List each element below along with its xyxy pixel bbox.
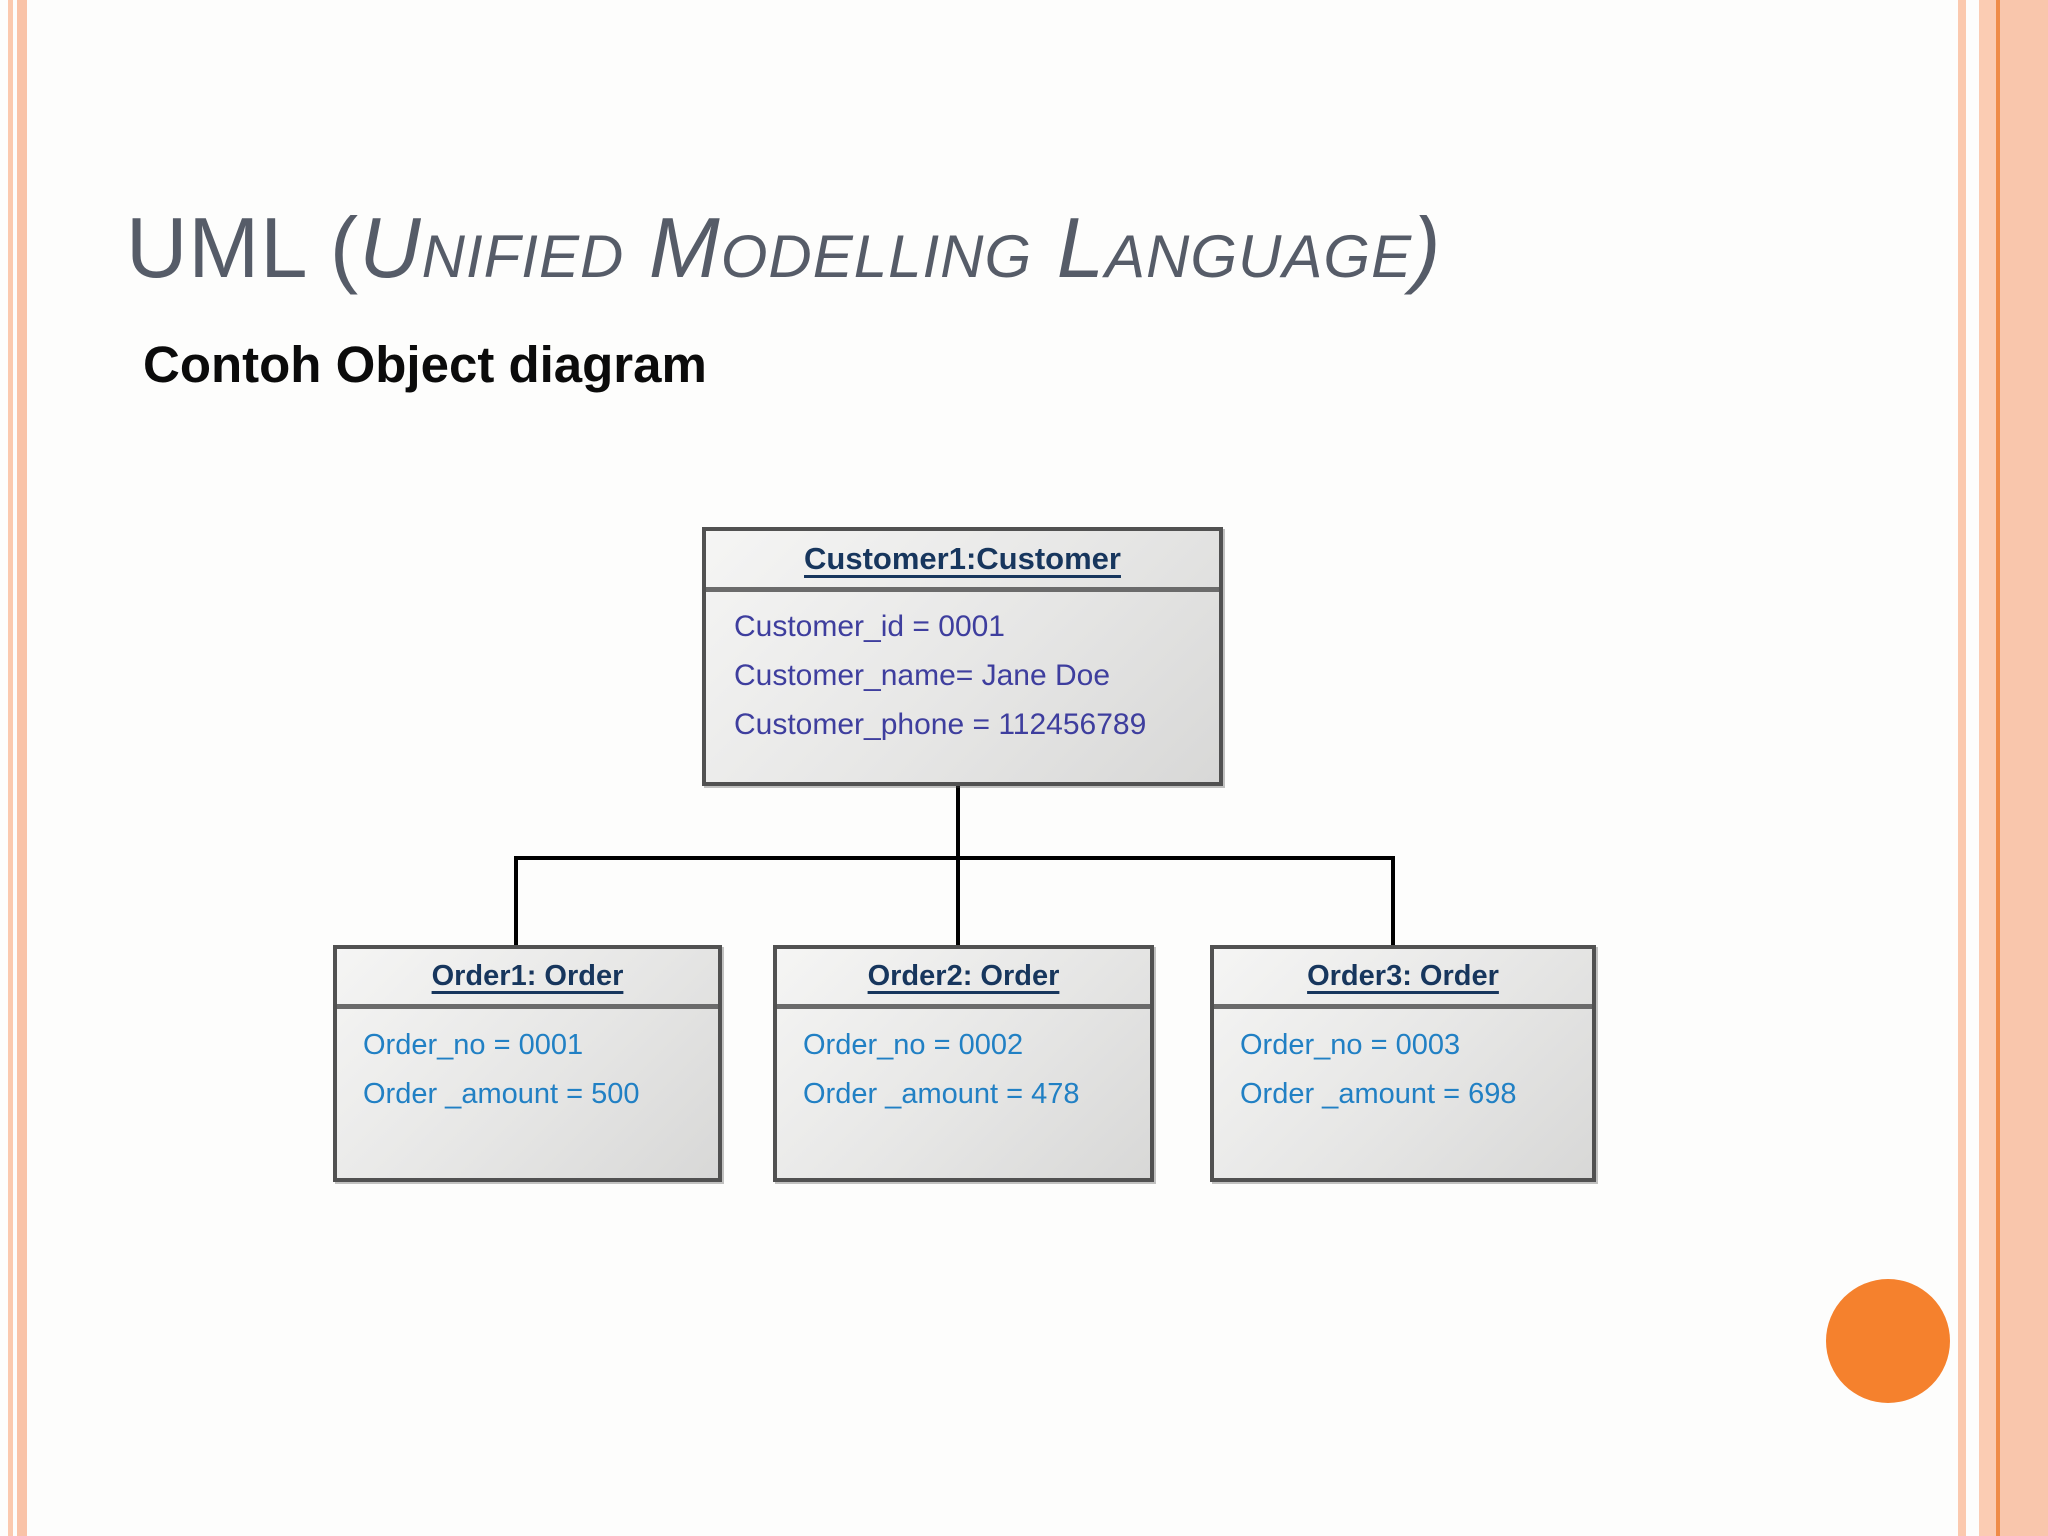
- uml-object-customer-title: Customer1:Customer: [804, 541, 1121, 576]
- uml-object-order1-body: Order_no = 0001 Order _amount = 500: [337, 1009, 718, 1111]
- uml-object-customer-body: Customer_id = 0001 Customer_name= Jane D…: [706, 592, 1219, 742]
- uml-object-order2: Order2: Order Order_no = 0002 Order _amo…: [773, 945, 1154, 1182]
- order2-attr-amount: Order _amount = 478: [803, 1078, 1080, 1110]
- uml-object-customer-header: Customer1:Customer: [706, 531, 1219, 592]
- slide-title: UML (Unified Modelling Language): [126, 206, 1441, 291]
- order3-attr-amount: Order _amount = 698: [1240, 1078, 1517, 1110]
- uml-object-order2-title: Order2: Order: [867, 960, 1060, 992]
- uml-object-order1-header: Order1: Order: [337, 949, 718, 1009]
- right-border-band: [1979, 0, 2048, 1536]
- uml-object-order3: Order3: Order Order_no = 0003 Order _amo…: [1210, 945, 1596, 1182]
- slide-title-prefix: UML (: [126, 201, 360, 296]
- order1-attr-no: Order_no = 0001: [363, 1029, 584, 1061]
- slide-subtitle: Contoh Object diagram: [143, 336, 707, 393]
- uml-object-order1: Order1: Order Order_no = 0001 Order _amo…: [333, 945, 722, 1182]
- customer-attr-id: Customer_id = 0001: [734, 610, 1005, 643]
- uml-object-order2-header: Order2: Order: [777, 949, 1150, 1009]
- customer-attr-name: Customer_name= Jane Doe: [734, 659, 1111, 692]
- order2-attr-no: Order_no = 0002: [803, 1029, 1024, 1061]
- connector-horizontal: [514, 856, 1395, 860]
- uml-object-order3-title: Order3: Order: [1307, 960, 1499, 992]
- uml-object-order1-title: Order1: Order: [431, 960, 624, 992]
- connector-vertical-right: [1391, 856, 1395, 945]
- customer-attr-phone: Customer_phone = 112456789: [734, 708, 1147, 741]
- order1-attr-amount: Order _amount = 500: [363, 1078, 640, 1110]
- left-border-stripe-wide: [17, 0, 27, 1536]
- slide-title-emphasis: Unified Modelling Language: [359, 201, 1413, 296]
- right-border-accent-line: [1996, 0, 2000, 1536]
- uml-object-order3-body: Order_no = 0003 Order _amount = 698: [1214, 1009, 1592, 1111]
- uml-object-order2-body: Order_no = 0002 Order _amount = 478: [777, 1009, 1150, 1111]
- connector-vertical-center: [956, 786, 960, 945]
- uml-object-order3-header: Order3: Order: [1214, 949, 1592, 1009]
- connector-vertical-left: [514, 856, 518, 945]
- left-border-stripe-thin: [8, 0, 13, 1536]
- right-border-stripe-thin: [1958, 0, 1966, 1536]
- right-border-band-inner: [2000, 0, 2048, 1536]
- order3-attr-no: Order_no = 0003: [1240, 1029, 1461, 1061]
- slide-title-suffix: ): [1412, 201, 1442, 296]
- decorative-circle: [1826, 1279, 1950, 1403]
- uml-object-customer: Customer1:Customer Customer_id = 0001 Cu…: [702, 527, 1223, 786]
